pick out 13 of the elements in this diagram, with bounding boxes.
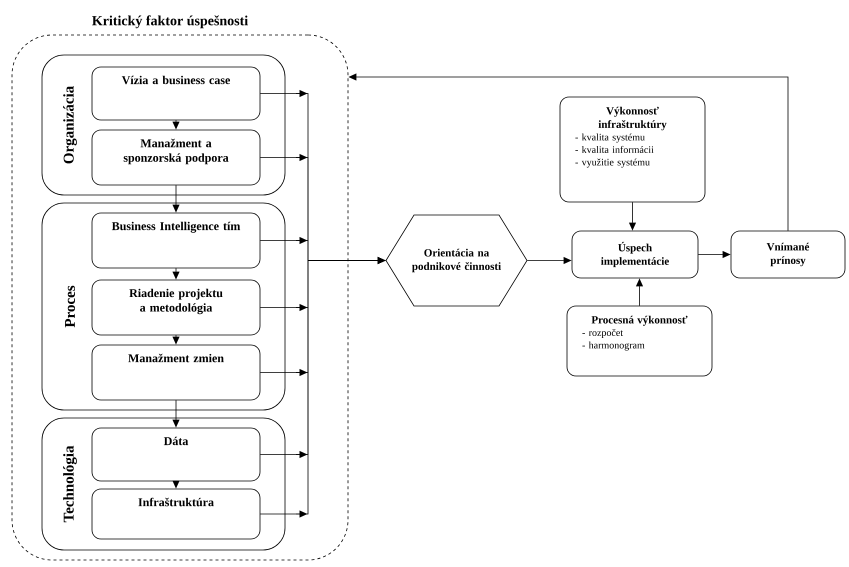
process-box: Riadenie projektu a metodológia bbox=[92, 280, 260, 336]
process-box: Business Intelligence tím bbox=[92, 212, 260, 268]
process-box: Úspech implementácie bbox=[572, 230, 698, 278]
process-box: Vnímané prínosy bbox=[730, 230, 846, 278]
process-box: Manažment a sponzorská podpora bbox=[92, 130, 260, 186]
process-box: Procesná výkonnosť - rozpočet - harmonogram bbox=[566, 306, 712, 376]
process-box: Vízia a business case bbox=[92, 66, 260, 120]
process-box: Manažment zmien bbox=[92, 344, 260, 400]
process-box: Výkonnosť infraštruktúry - kvalita systému - kvalita informácii - využitie systému bbox=[560, 96, 706, 202]
node-label: Kritický faktor úspešnosti bbox=[92, 15, 248, 28]
process-box: Infraštruktúra bbox=[92, 488, 260, 540]
process-box: Dáta bbox=[92, 428, 260, 482]
hexagon: Orientácia na podnikové činnosti bbox=[386, 214, 528, 306]
